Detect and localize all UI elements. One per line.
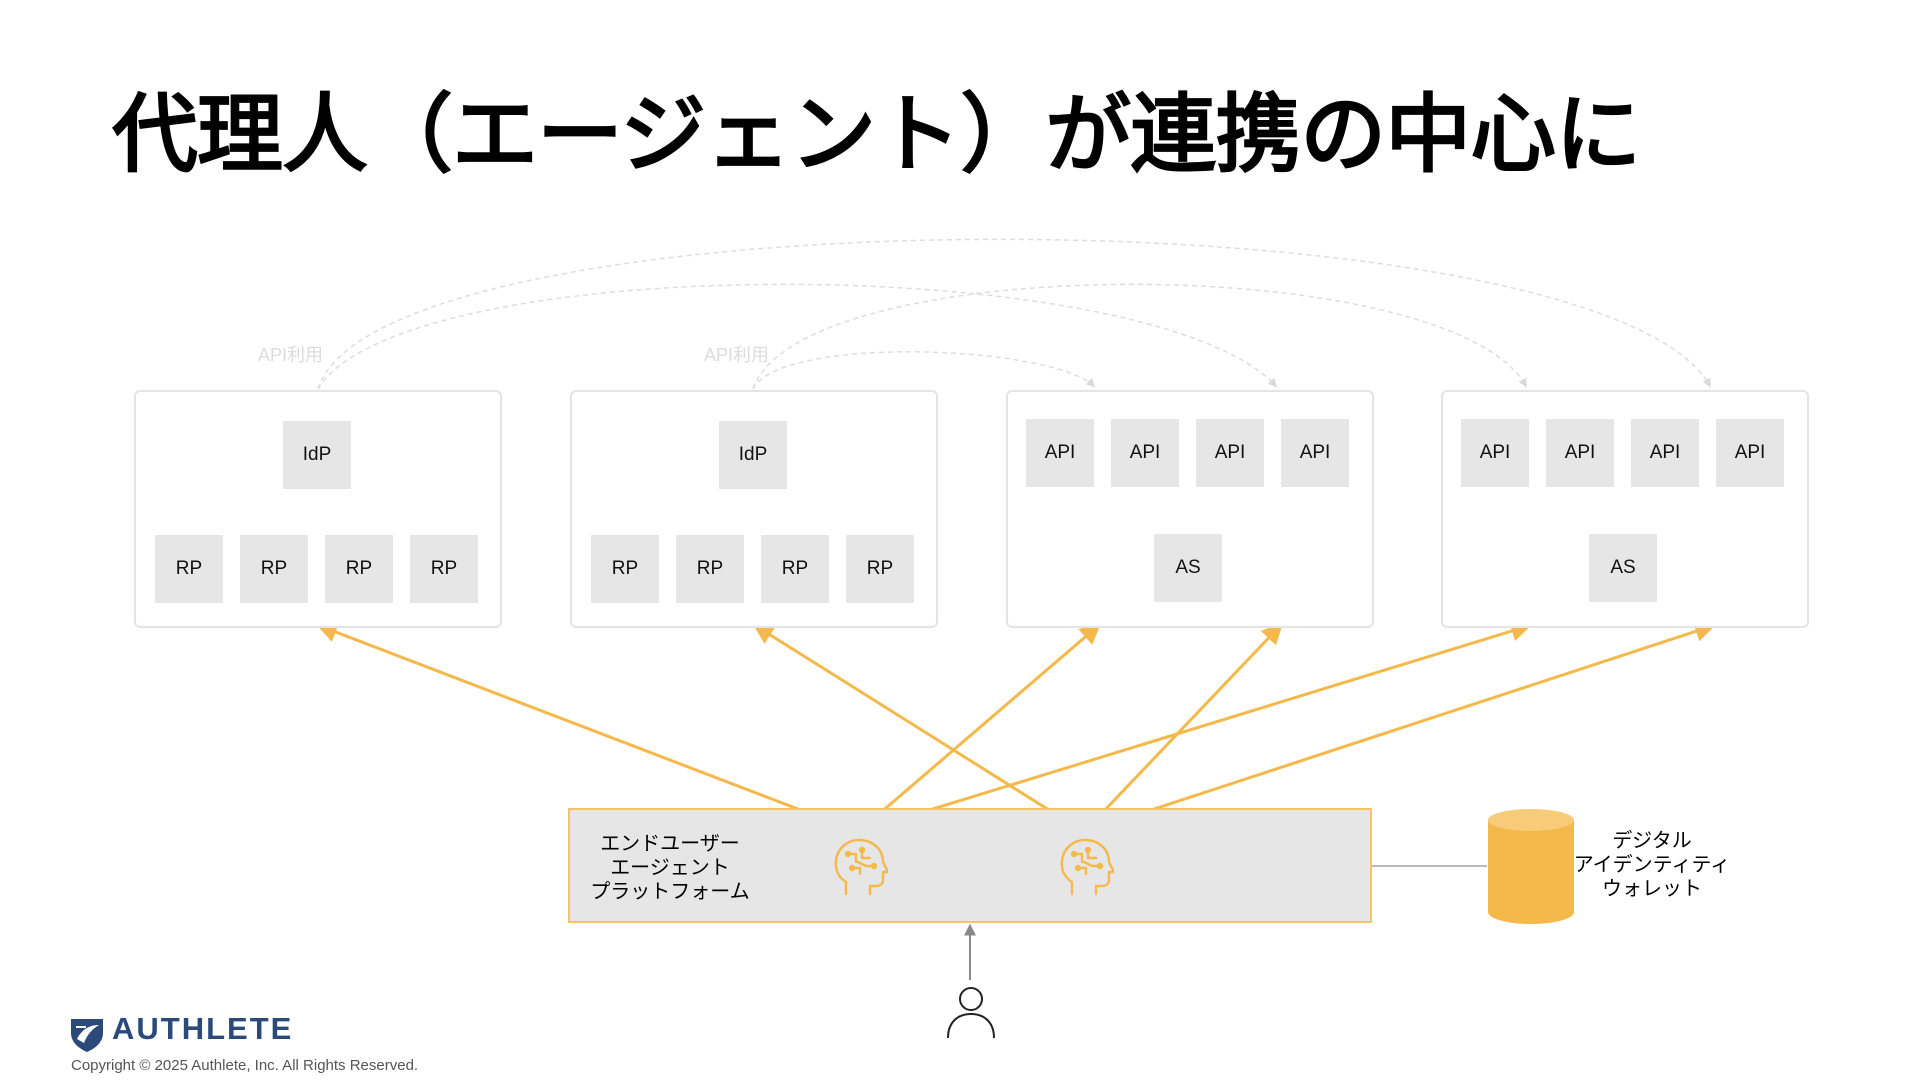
wallet-label-line: デジタル: [1612, 828, 1692, 852]
api-usage-arc: [317, 238, 1711, 390]
rp-node: RP: [155, 535, 223, 603]
api-usage-label: API利用: [704, 345, 770, 365]
rp-node: RP: [410, 535, 478, 603]
user-icon: [947, 987, 995, 1039]
platform-label-line: エンドユーザー: [600, 831, 740, 855]
platform-label: エンドユーザー エージェント プラットフォーム: [580, 831, 760, 903]
api-usage-arc: [752, 283, 1527, 390]
as-node: AS: [1589, 534, 1657, 602]
idp-node: IdP: [719, 421, 787, 489]
agent-link-arrow: [316, 622, 859, 834]
agent-link-arrow: [857, 623, 1102, 834]
agent-link-arrow: [857, 620, 1533, 834]
ai-head-icon: [834, 838, 888, 896]
api-node: API: [1281, 419, 1349, 487]
api-usage-arc: [317, 283, 1278, 390]
api-usage-arc: [752, 351, 1096, 390]
copyright-text: Copyright © 2025 Authlete, Inc. All Righ…: [71, 1057, 419, 1074]
slide-title: 代理人（エージェント）が連携の中心に: [112, 85, 1641, 185]
platform-label-line: エージェント: [610, 855, 730, 879]
agent-link-arrow: [752, 623, 1085, 834]
api-usage-label: API利用: [258, 345, 324, 365]
api-node: API: [1461, 419, 1529, 487]
rp-node: RP: [591, 535, 659, 603]
rp-node: RP: [846, 535, 914, 603]
wallet-label-line: アイデンティティ: [1573, 852, 1731, 876]
wallet-label: デジタル アイデンティティ ウォレット: [1562, 828, 1742, 900]
api-node: API: [1111, 419, 1179, 487]
rp-node: RP: [325, 535, 393, 603]
as-node: AS: [1154, 534, 1222, 602]
database-cylinder-icon: [1488, 809, 1574, 924]
api-node: API: [1716, 419, 1784, 487]
api-node: API: [1546, 419, 1614, 487]
agent-link-arrow: [1082, 622, 1283, 834]
idp-node: IdP: [283, 421, 351, 489]
platform-label-line: プラットフォーム: [590, 879, 750, 903]
rp-node: RP: [240, 535, 308, 603]
agent-link-arrow: [1083, 621, 1716, 834]
end-user-agent-platform: [568, 808, 1372, 923]
api-node: API: [1196, 419, 1264, 487]
api-node: API: [1026, 419, 1094, 487]
rp-node: RP: [676, 535, 744, 603]
wallet-label-line: ウォレット: [1602, 876, 1702, 900]
ai-head-icon: [1060, 838, 1114, 896]
api-node: API: [1631, 419, 1699, 487]
logo-text: AUTHLETE: [112, 1011, 294, 1046]
authlete-logo-icon: [71, 1019, 103, 1052]
rp-node: RP: [761, 535, 829, 603]
